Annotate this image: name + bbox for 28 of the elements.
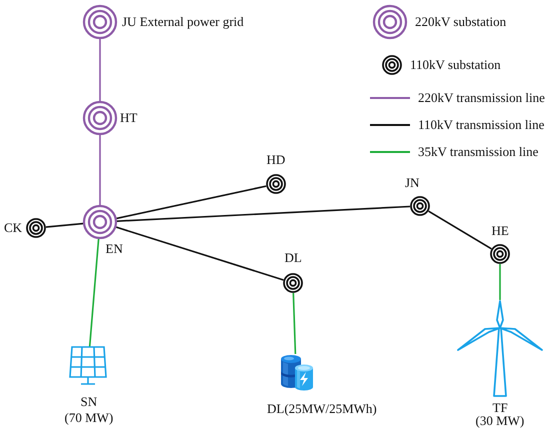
station-label: DL(25MW/25MWh) (267, 401, 377, 416)
transmission-line (116, 206, 410, 222)
legend-label: 220kV transmission line (418, 90, 545, 105)
station-label: (70 MW) (64, 410, 114, 425)
station-label: EN (106, 241, 123, 256)
station-label: HD (266, 152, 286, 167)
station-label: HE (492, 223, 509, 238)
transmission-line (116, 185, 266, 220)
legend-label: 35kV transmission line (418, 144, 538, 159)
station-label: CK (4, 220, 22, 235)
transmission-line (292, 292, 296, 354)
station-label: DL (284, 250, 302, 265)
legend-label: 110kV transmission line (418, 117, 544, 132)
station-label: TF (492, 400, 508, 415)
transmission-line (499, 264, 501, 300)
station-label: HT (120, 110, 138, 125)
transmission-line (116, 226, 284, 281)
transmission-line (88, 238, 100, 348)
transmission-line (428, 210, 492, 250)
transmission-line (46, 222, 84, 228)
transmission-line (99, 135, 101, 205)
legend-label: 110kV substation (410, 57, 501, 72)
station-label: JU External power grid (122, 14, 244, 29)
station-label: (30 MW) (476, 413, 524, 428)
legend-label: 220kV substation (415, 14, 506, 29)
transmission-line (99, 39, 101, 101)
station-label: SN (80, 394, 98, 409)
station-label: JN (405, 175, 420, 190)
